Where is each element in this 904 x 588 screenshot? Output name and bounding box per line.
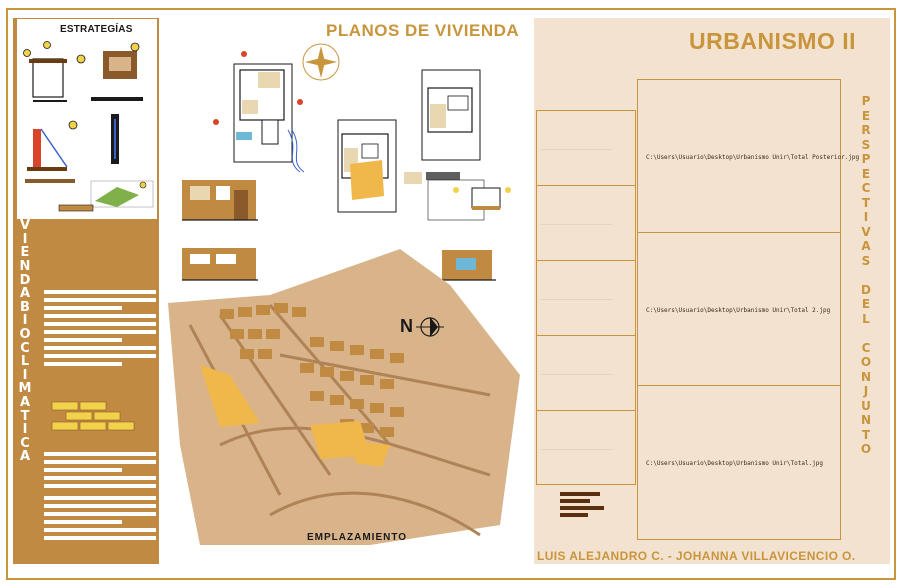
title-letter: A <box>19 394 31 410</box>
title-letter: C <box>20 435 30 451</box>
title-letter: C <box>861 181 871 195</box>
title-letter: I <box>22 422 28 438</box>
site-label: EMPLAZAMIENTO <box>307 532 408 543</box>
title-letter: E <box>861 166 871 181</box>
title-letter: S <box>861 137 871 152</box>
title-letter: I <box>22 204 28 220</box>
title-letter: C <box>20 340 30 356</box>
title-letter: I <box>22 231 28 247</box>
title-letter: N <box>860 369 872 384</box>
title-letter: O <box>860 442 872 456</box>
strategies-diagrams <box>23 41 154 212</box>
title-letter: B <box>20 299 30 315</box>
site-plan <box>168 249 520 545</box>
title-letter: E <box>861 108 871 123</box>
title-letter: L <box>20 354 30 370</box>
small-cell: ········································… <box>537 111 635 186</box>
title-letter: E <box>861 297 871 311</box>
main-title: URBANISMO II <box>689 28 856 54</box>
authors: LUIS ALEJANDRO C. - JOHANNA VILLAVICENCI… <box>537 549 856 563</box>
title-letter: T <box>20 408 30 424</box>
sun-icon <box>139 181 147 189</box>
plans-title: PLANOS DE VIVIENDA <box>326 21 520 40</box>
title-letter: A <box>19 449 31 465</box>
title-letter: I <box>22 367 28 383</box>
title-letter: D <box>19 272 31 288</box>
title-letter: I <box>863 210 869 224</box>
title-letter: D <box>861 282 871 297</box>
title-letter: C <box>861 340 871 355</box>
small-perspective-column: ········································… <box>536 110 636 485</box>
sun-icon <box>76 54 86 64</box>
north-label: N <box>400 316 413 336</box>
perspective-cell: C:\Users\Usuario\Desktop\Urbanismo Unir\… <box>638 386 840 539</box>
title-letter: A <box>861 239 871 253</box>
title-letter: P <box>861 94 871 108</box>
title-letter: J <box>863 384 869 398</box>
image-path: C:\Users\Usuario\Desktop\Urbanismo Unir\… <box>646 154 860 161</box>
notes-block-3 <box>44 496 156 544</box>
title-letter: T <box>861 195 871 210</box>
title-letter: V <box>19 191 31 206</box>
title-letter: V <box>19 218 31 234</box>
title-letter: P <box>861 152 871 166</box>
small-cell: ········································… <box>537 261 635 336</box>
image-path: C:\Users\Usuario\Desktop\Urbanismo Unir\… <box>646 307 831 314</box>
sun-icon <box>23 49 31 57</box>
title-letter: N <box>19 258 31 274</box>
title-letter: R <box>861 123 871 137</box>
title-letter: M <box>18 381 32 397</box>
small-cell: ········································… <box>541 447 613 451</box>
perspective-cell: C:\Users\Usuario\Desktop\Urbanismo Unir\… <box>638 233 840 386</box>
strategies-box <box>17 19 157 219</box>
strategies-title: ESTRATEGÍAS <box>60 24 133 35</box>
image-path: C:\Users\Usuario\Desktop\Urbanismo Unir\… <box>646 460 824 467</box>
title-letter: U <box>861 398 871 413</box>
brick-wall-diagram <box>51 401 135 431</box>
title-letter: L <box>862 311 870 326</box>
title-letter: T <box>861 427 871 442</box>
sun-icon <box>43 41 51 49</box>
north-compass-icon <box>302 43 340 81</box>
title-letter: O <box>19 326 31 342</box>
notes-block <box>44 290 156 370</box>
sun-icon <box>130 42 140 52</box>
small-cell: ········································… <box>537 186 635 261</box>
title-letter: S <box>861 253 871 268</box>
title-letter: A <box>19 286 31 302</box>
small-cell: ········································… <box>537 336 635 411</box>
legend-block <box>560 492 605 522</box>
house-plans <box>182 43 511 281</box>
outer-frame <box>6 8 896 580</box>
title-letter: O <box>860 355 872 369</box>
north-arrow-icon <box>416 317 444 337</box>
title-letter: V <box>861 224 871 239</box>
perspective-column: C:\Users\Usuario\Desktop\Urbanismo Unir\… <box>637 79 859 540</box>
title-letter: N <box>860 413 872 427</box>
notes-block-2 <box>44 452 156 492</box>
title-letter: I <box>22 313 28 329</box>
perspective-cell: C:\Users\Usuario\Desktop\Urbanismo Unir\… <box>638 80 859 233</box>
title-letter: E <box>20 245 30 261</box>
sun-icon <box>68 120 78 130</box>
perspectives-panel <box>534 18 890 564</box>
